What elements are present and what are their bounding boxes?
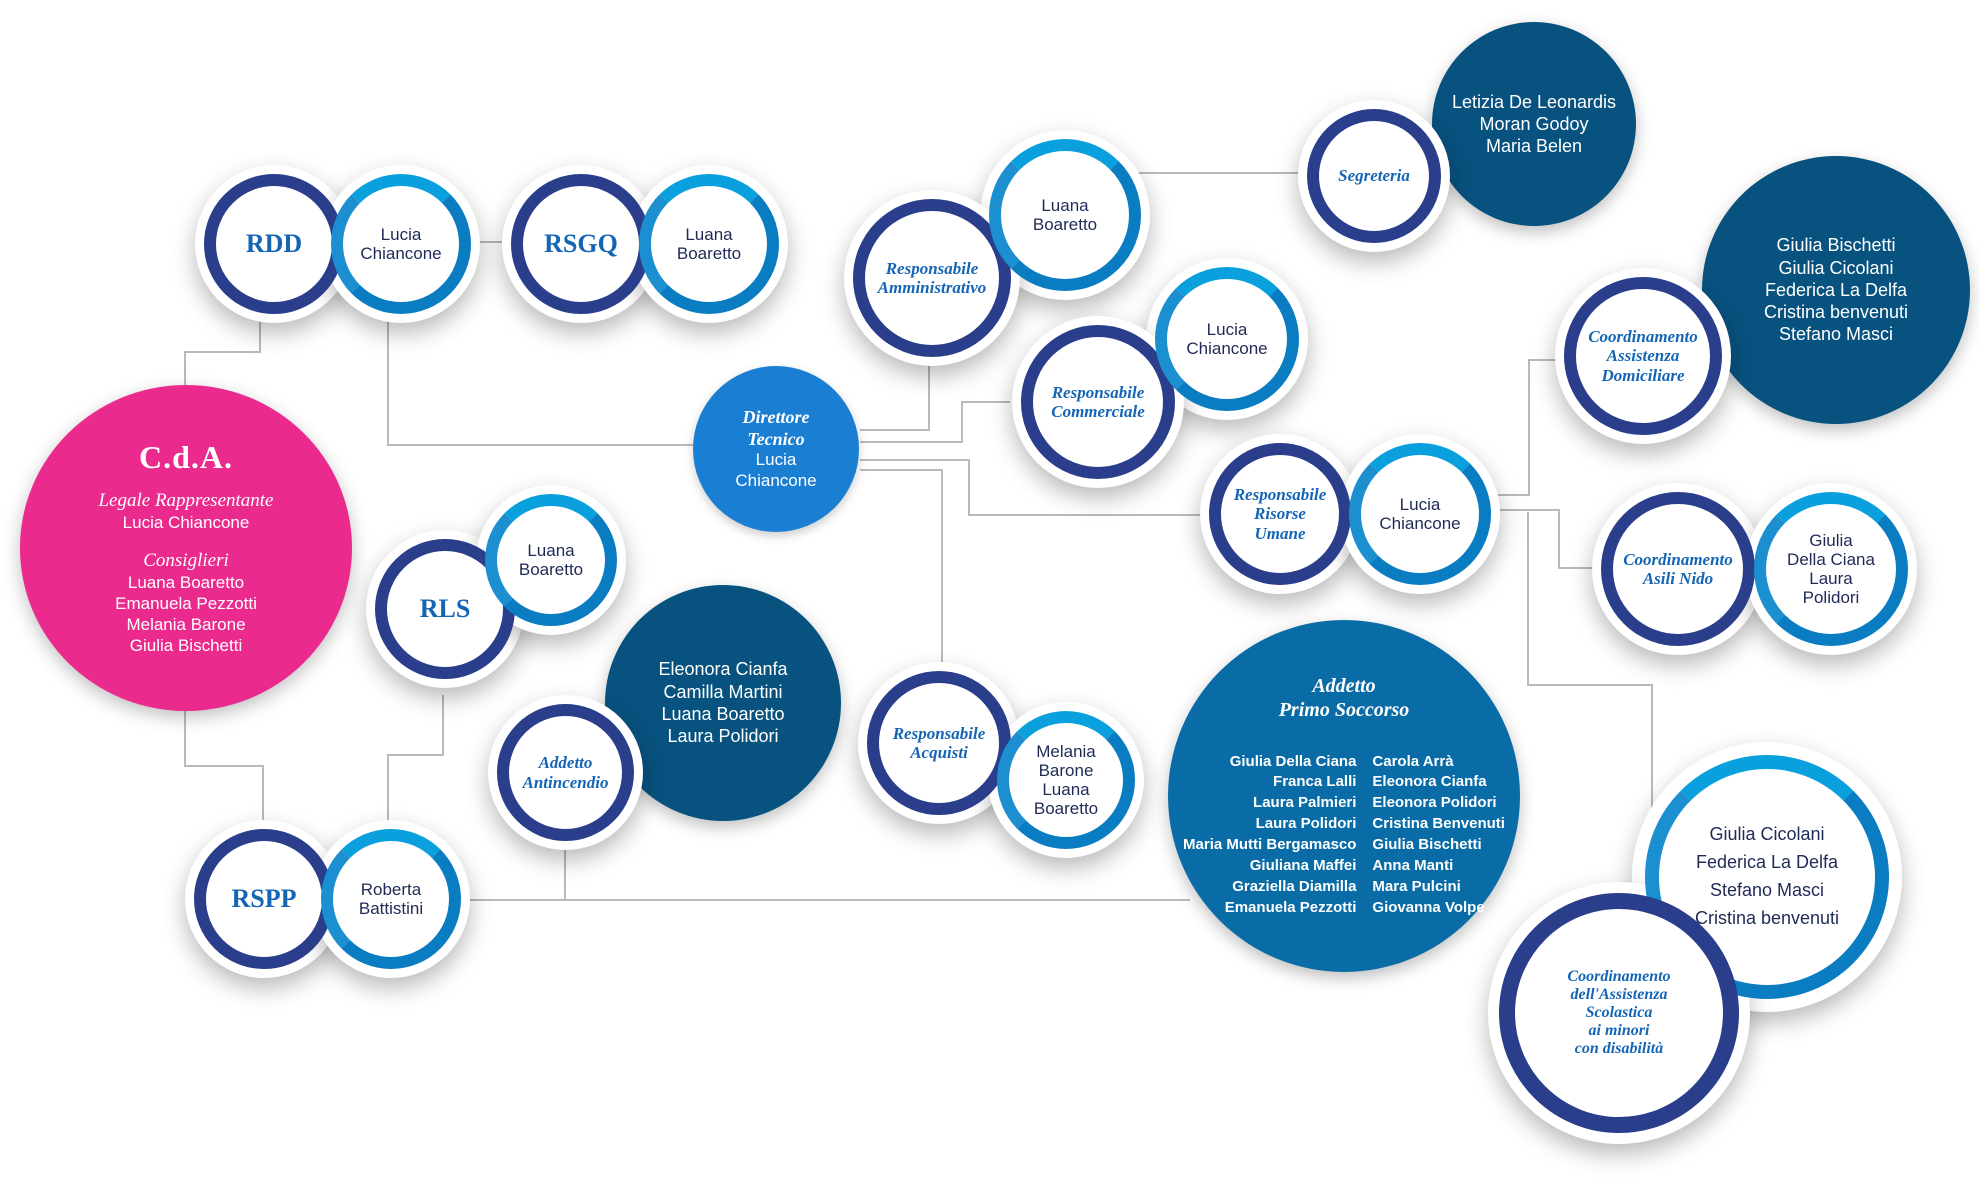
link-director-commerciale <box>860 401 1010 443</box>
rsgq-role-label: RSGQ <box>544 229 618 258</box>
rdd-role-label: RDD <box>245 229 303 258</box>
link-rls-rspp <box>387 695 444 826</box>
hr-name-circle: Lucia Chiancone <box>1349 443 1491 585</box>
rsgq-name-circle: Luana Boaretto <box>639 174 779 314</box>
director-name-label: Lucia Chiancone <box>735 450 817 490</box>
link-director-amministrativo <box>860 366 930 431</box>
rsgq-name-label: Luana Boaretto <box>676 224 742 263</box>
rdd-name-circle: Lucia Chiancone <box>331 174 471 314</box>
acquisti-role-label: Responsabile Acquisti <box>892 723 986 762</box>
scolastica-names: Giulia Cicolani Federica La Delfa Stefan… <box>1694 824 1840 928</box>
rls-role-label: RLS <box>419 594 471 623</box>
antincendio-names-circle: Eleonora Cianfa Camilla Martini Luana Bo… <box>605 585 841 821</box>
primo-soccorso-columns: Giulia Della Ciana Franca Lalli Laura Pa… <box>1183 752 1505 919</box>
rspp-name-label: Roberta Battistini <box>358 879 424 918</box>
link-director-hr <box>860 459 1205 516</box>
rls-name-circle: Luana Boaretto <box>485 494 617 626</box>
rls-name-label: Luana Boaretto <box>518 540 584 579</box>
link-cda-rspp <box>184 710 264 825</box>
amministrativo-role-circle: Responsabile Amministrativo <box>853 199 1011 357</box>
link-rdd-cda <box>184 320 261 385</box>
cda-title: C.d.A. <box>138 439 233 476</box>
primo-soccorso-right-names: Carola Arrà Eleonora Cianfa Eleonora Pol… <box>1372 752 1505 916</box>
amministrativo-name-circle: Luana Boaretto <box>989 139 1141 291</box>
link-hr-nido <box>1498 509 1600 569</box>
acquisti-name-label: Melania Barone Luana Boaretto <box>1033 741 1099 819</box>
domiciliare-role-label: Coordinamento Assistenza Domiciliare <box>1588 327 1698 385</box>
primo-soccorso-left-names: Giulia Della Ciana Franca Lalli Laura Pa… <box>1183 752 1357 916</box>
legal-representative-label: Legale Rappresentante <box>98 490 274 512</box>
acquisti-role-circle: Responsabile Acquisti <box>867 671 1011 815</box>
link-hr-scolastica <box>1527 512 1653 810</box>
primo-soccorso-title: Addetto Primo Soccorso <box>1278 674 1410 721</box>
cda-node: C.d.A. Legale Rappresentante Lucia Chian… <box>20 385 352 711</box>
antincendio-names: Eleonora Cianfa Camilla Martini Luana Bo… <box>658 659 788 747</box>
scolastica-role-circle: Coordinamento dell'Assistenza Scolastica… <box>1499 893 1739 1133</box>
amministrativo-name-label: Luana Boaretto <box>1032 195 1098 234</box>
rdd-role-circle: RDD <box>204 174 344 314</box>
legal-representative-name: Lucia Chiancone <box>122 513 250 533</box>
commerciale-role-circle: Responsabile Commerciale <box>1021 325 1175 479</box>
amministrativo-role-label: Responsabile Amministrativo <box>877 258 987 297</box>
commerciale-role-label: Responsabile Commerciale <box>1051 382 1145 421</box>
hr-role-circle: Responsabile Risorse Umane <box>1209 443 1351 585</box>
commerciale-name-label: Lucia Chiancone <box>1186 319 1268 358</box>
segreteria-role-circle: Segreteria <box>1307 109 1441 243</box>
board-names: Luana Boaretto Emanuela Pezzotti Melania… <box>115 572 257 656</box>
commerciale-name-circle: Lucia Chiancone <box>1155 267 1299 411</box>
rsgq-role-circle: RSGQ <box>511 174 651 314</box>
link-hr-domiciliare <box>1498 359 1565 496</box>
segreteria-role-label: Segreteria <box>1338 166 1410 186</box>
hr-role-label: Responsabile Risorse Umane <box>1233 485 1327 543</box>
link-rdd-director <box>387 320 693 446</box>
segreteria-names-circle: Letizia De Leonardis Moran Godoy Maria B… <box>1432 22 1636 226</box>
domiciliare-names: Giulia Bischetti Giulia Cicolani Federic… <box>1763 235 1909 345</box>
antincendio-role-circle: Addetto Antincendio <box>497 704 634 841</box>
director-node: Direttore Tecnico Lucia Chiancone <box>693 366 859 532</box>
director-role-label: Direttore Tecnico <box>742 407 810 449</box>
antincendio-role-label: Addetto Antincendio <box>522 753 609 792</box>
primo-soccorso-circle: Addetto Primo Soccorso Giulia Della Cian… <box>1168 620 1520 972</box>
segreteria-names: Letizia De Leonardis Moran Godoy Maria B… <box>1451 91 1617 157</box>
domiciliare-names-circle: Giulia Bischetti Giulia Cicolani Federic… <box>1702 156 1970 424</box>
rspp-name-circle: Roberta Battistini <box>321 829 461 969</box>
rspp-role-label: RSPP <box>231 884 297 913</box>
nido-role-circle: Coordinamento Asili Nido <box>1601 492 1755 646</box>
rspp-role-circle: RSPP <box>194 829 334 969</box>
hr-name-label: Lucia Chiancone <box>1379 494 1461 533</box>
nido-name-circle: Giulia Della Ciana Laura Polidori <box>1754 492 1908 646</box>
board-label: Consiglieri <box>143 549 229 571</box>
domiciliare-role-circle: Coordinamento Assistenza Domiciliare <box>1564 277 1722 435</box>
acquisti-name-circle: Melania Barone Luana Boaretto <box>997 711 1135 849</box>
nido-name-label: Giulia Della Ciana Laura Polidori <box>1787 530 1875 608</box>
scolastica-role-label: Coordinamento dell'Assistenza Scolastica… <box>1567 968 1671 1057</box>
nido-role-label: Coordinamento Asili Nido <box>1623 549 1733 588</box>
rdd-name-label: Lucia Chiancone <box>360 224 442 263</box>
link-director-acquisti <box>860 469 943 662</box>
